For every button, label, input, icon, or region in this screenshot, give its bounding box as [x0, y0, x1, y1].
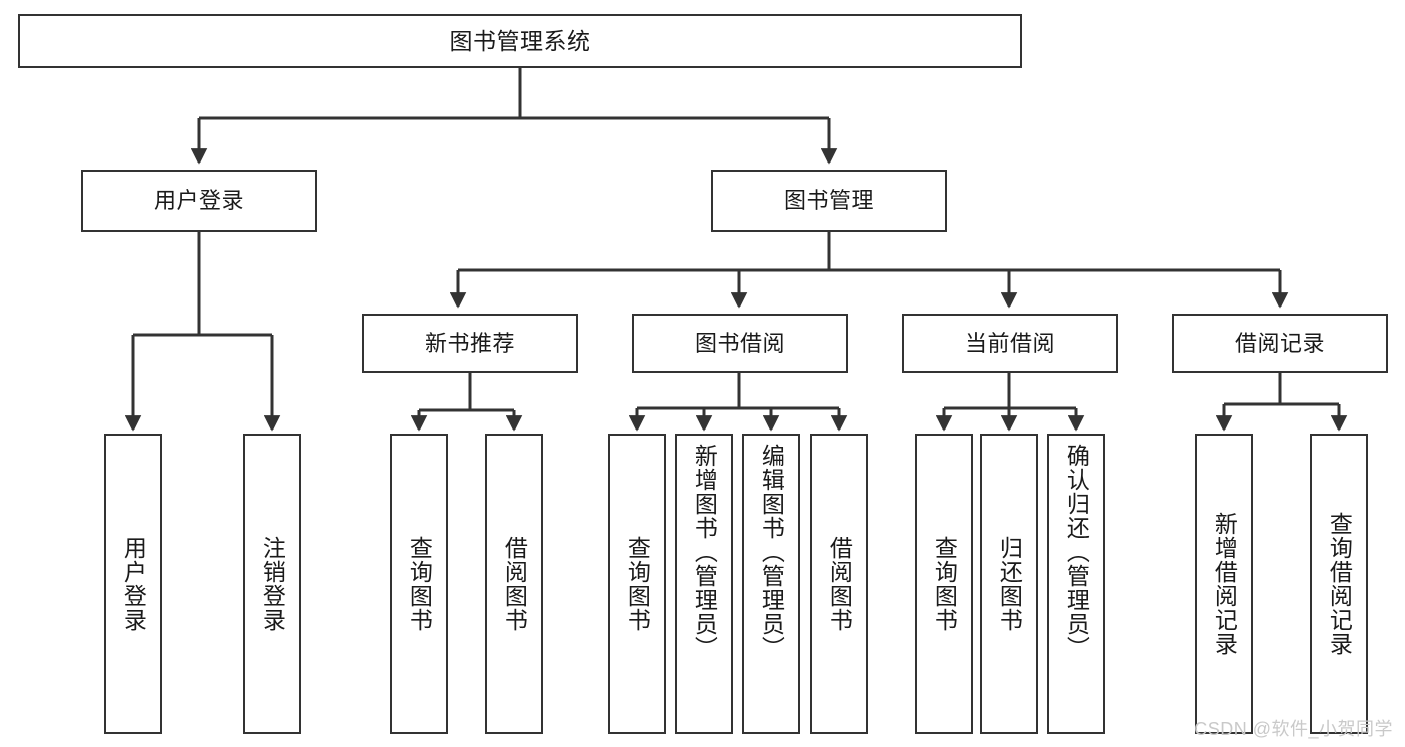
leaf-query-book-recommend[interactable]: 查询图书 [390, 434, 448, 734]
node-label: 借阅记录 [1234, 330, 1325, 356]
node-book-management[interactable]: 图书管理 [711, 170, 947, 232]
node-label: 借阅图书 [501, 536, 528, 632]
leaf-user-login[interactable]: 用户登录 [104, 434, 162, 734]
leaf-query-book-borrow[interactable]: 查询图书 [608, 434, 666, 734]
leaf-confirm-return-admin[interactable]: 确认归还（管理员） [1047, 434, 1105, 734]
node-label: 新增借阅记录 [1211, 512, 1238, 656]
node-label: 查询图书 [931, 536, 958, 632]
node-label: 确认归还（管理员） [1063, 444, 1090, 660]
node-label: 新增图书（管理员） [691, 444, 718, 660]
node-label: 查询借阅记录 [1326, 512, 1353, 656]
node-label: 归还图书 [996, 536, 1023, 632]
node-label: 查询图书 [406, 536, 433, 632]
node-label: 注销登录 [259, 536, 286, 632]
node-new-book-recommendation[interactable]: 新书推荐 [362, 314, 578, 373]
leaf-logout[interactable]: 注销登录 [243, 434, 301, 734]
node-label: 借阅图书 [826, 536, 853, 632]
node-label: 图书借阅 [694, 330, 785, 356]
node-label: 当前借阅 [964, 330, 1055, 356]
leaf-query-borrow-record[interactable]: 查询借阅记录 [1310, 434, 1368, 734]
node-label: 图书管理系统 [449, 27, 591, 54]
node-label: 编辑图书（管理员） [758, 444, 785, 660]
leaf-return-book[interactable]: 归还图书 [980, 434, 1038, 734]
node-user-login[interactable]: 用户登录 [81, 170, 317, 232]
leaf-add-borrow-record[interactable]: 新增借阅记录 [1195, 434, 1253, 734]
node-borrowing-record[interactable]: 借阅记录 [1172, 314, 1388, 373]
leaf-borrow-book[interactable]: 借阅图书 [810, 434, 868, 734]
node-label: 新书推荐 [424, 330, 515, 356]
node-label: 查询图书 [624, 536, 651, 632]
node-root-book-management-system[interactable]: 图书管理系统 [18, 14, 1022, 68]
leaf-query-book-current[interactable]: 查询图书 [915, 434, 973, 734]
node-label: 用户登录 [120, 536, 147, 632]
leaf-borrow-book-recommend[interactable]: 借阅图书 [485, 434, 543, 734]
leaf-edit-book-admin[interactable]: 编辑图书（管理员） [742, 434, 800, 734]
node-label: 图书管理 [783, 188, 874, 214]
node-book-borrowing[interactable]: 图书借阅 [632, 314, 848, 373]
leaf-add-book-admin[interactable]: 新增图书（管理员） [675, 434, 733, 734]
node-current-borrowing[interactable]: 当前借阅 [902, 314, 1118, 373]
csdn-watermark: CSDN @软件_小贺同学 [1194, 719, 1393, 739]
node-label: 用户登录 [153, 188, 244, 214]
